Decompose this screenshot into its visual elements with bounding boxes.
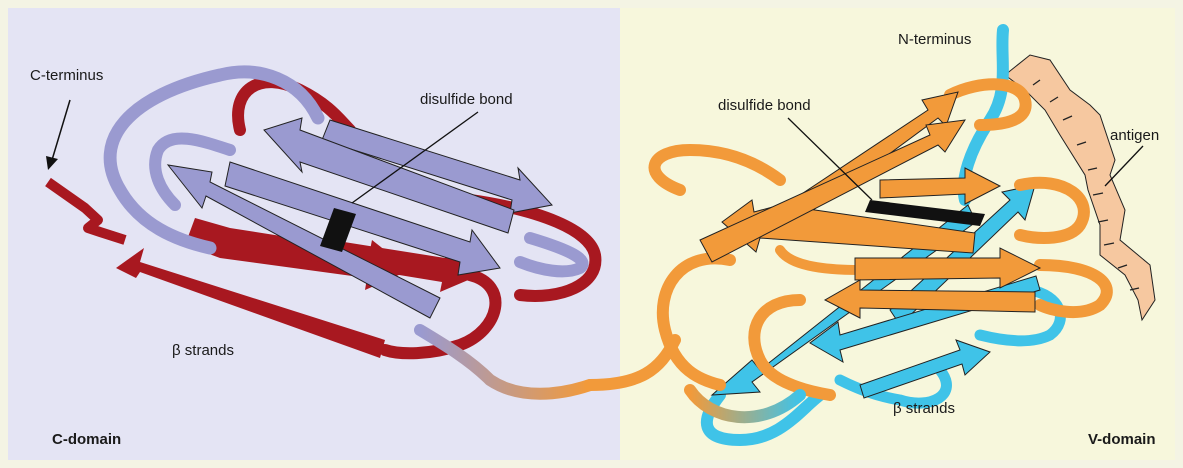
n-terminus-label: N-terminus xyxy=(898,31,971,48)
v-domain-label: V-domain xyxy=(1088,431,1156,448)
c-domain-strands-label: β strands xyxy=(172,342,234,359)
v-domain-strands-label: β strands xyxy=(893,400,955,417)
c-domain-label: C-domain xyxy=(52,431,121,448)
antigen-label: antigen xyxy=(1110,127,1159,144)
c-terminus-label: C-terminus xyxy=(30,67,103,84)
c-domain-disulfide-label: disulfide bond xyxy=(420,91,513,108)
v-domain-disulfide-label: disulfide bond xyxy=(718,97,811,114)
